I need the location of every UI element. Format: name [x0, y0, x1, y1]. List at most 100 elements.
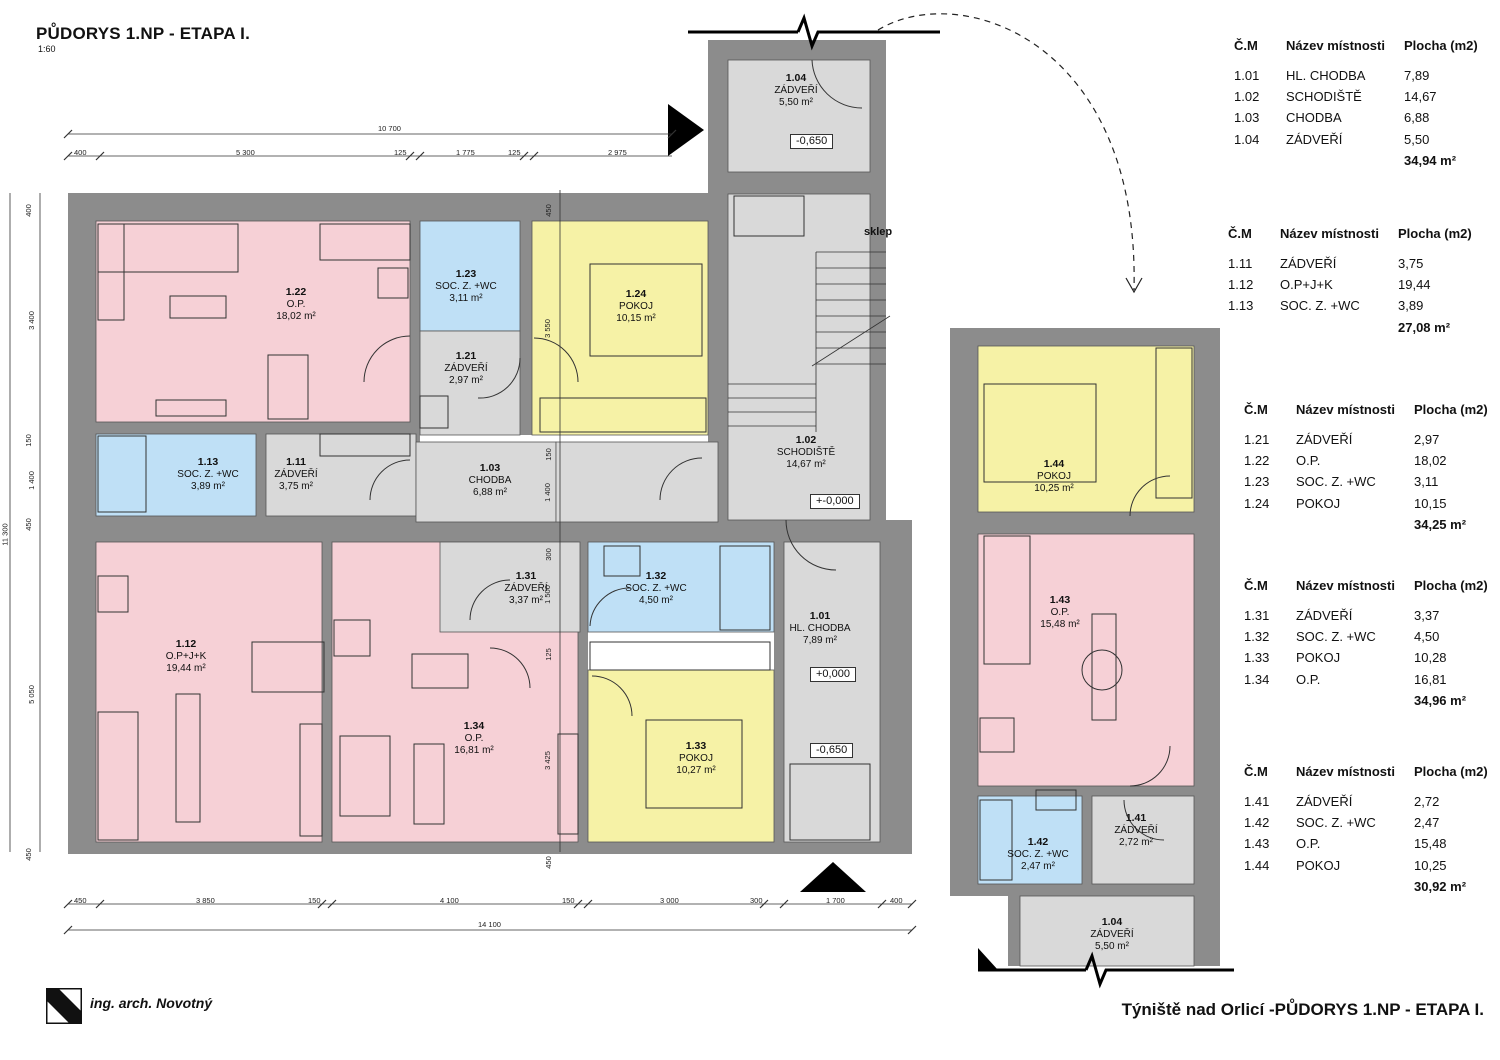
room-area: 10,25 m²	[1034, 483, 1074, 494]
dimension-label: 4 100	[440, 896, 459, 905]
legend-cell: SCHODIŠTĚ	[1286, 89, 1362, 105]
dimension-label: 5 300	[236, 148, 255, 157]
legend-cell: POKOJ	[1296, 495, 1341, 511]
legend-cell: 1.23	[1244, 474, 1270, 490]
dimension-label: 5 050	[26, 685, 36, 704]
legend-cell: O.P.	[1296, 453, 1321, 469]
legend-cell: 1.21	[1244, 432, 1270, 447]
legend-cell: 1.32	[1244, 629, 1270, 645]
dimension-label: 3 850	[196, 896, 215, 905]
legend-cell: 18,02	[1414, 453, 1447, 469]
dimension-label: 450	[23, 848, 33, 861]
room-fills	[95, 59, 1195, 967]
legend-cell: ZÁDVEŘÍ	[1296, 794, 1353, 809]
room-name: ZÁDVEŘÍ	[1090, 928, 1134, 940]
legend-cell: 1.13	[1228, 298, 1254, 314]
legend-cell: POKOJ	[1296, 650, 1341, 666]
room-area: 5,50 m²	[779, 97, 813, 108]
dimension-label: 450	[74, 896, 87, 905]
dimension-label: 150	[543, 448, 553, 461]
section-lines	[688, 13, 1234, 989]
walls	[68, 40, 1220, 966]
dimension-label: 3 425	[542, 751, 552, 770]
plan-title: PŮDORYS 1.NP - ETAPA I.	[36, 24, 250, 43]
legend-cell: SOC. Z. +WC	[1296, 474, 1376, 490]
legend-cell: 15,48	[1414, 836, 1447, 852]
room-area: 10,27 m²	[676, 765, 716, 776]
level-marker: +-0,000	[810, 494, 860, 509]
dimension-label: 1 775	[456, 148, 475, 157]
room-area: 19,44 m²	[166, 663, 206, 674]
legend-cell: O.P+J+K	[1280, 277, 1333, 293]
legend-cell: 3,89	[1398, 298, 1424, 314]
footer-title: Týniště nad Orlicí -PŮDORYS 1.NP - ETAPA…	[1121, 1000, 1484, 1019]
dimension-label: 300	[543, 548, 553, 561]
legend-header-name: Název místnosti	[1280, 226, 1379, 241]
room-num: 1.03	[479, 462, 501, 474]
room-name: POKOJ	[1037, 470, 1071, 482]
room-area: 10,15 m²	[616, 313, 656, 324]
legend-cell: 1.01	[1234, 68, 1260, 83]
dimension-ticks	[63, 129, 917, 935]
dimension-label: 450	[543, 204, 553, 217]
room-area: 3,11 m²	[449, 293, 483, 304]
room-area: 18,02 m²	[276, 311, 316, 322]
room-name: SOC. Z. +WC	[177, 468, 239, 480]
legend-cell: O.P.	[1296, 836, 1321, 852]
room-num: 1.34	[463, 720, 485, 732]
dimension-label: 125	[543, 648, 553, 661]
level-marker: +0,000	[810, 667, 856, 682]
legend-cell: 2,72	[1414, 794, 1440, 809]
room-name: O.P.	[464, 732, 484, 744]
legend-cell: 1.24	[1244, 495, 1270, 511]
legend-header-area: Plocha (m2)	[1414, 764, 1488, 779]
room-name: ZÁDVEŘÍ	[504, 582, 548, 594]
legend-header-name: Název místnosti	[1286, 38, 1385, 53]
dimension-label: 400	[74, 148, 87, 157]
furniture	[97, 195, 1193, 881]
legend-header-name: Název místnosti	[1296, 764, 1395, 779]
legend-cell: ZÁDVEŘÍ	[1296, 608, 1353, 623]
legend-cell: 2,47	[1414, 815, 1440, 831]
dimension-label: 450	[543, 856, 553, 869]
dimension-label: 125	[508, 148, 521, 157]
architect-name: ing. arch. Novotný	[90, 995, 213, 1011]
legend-cell: 1.22	[1244, 453, 1270, 469]
plan-scale: 1:60	[38, 44, 56, 54]
legend-cell: 7,89	[1404, 68, 1430, 83]
entrance-markers	[668, 104, 998, 970]
room-name: SCHODIŠTĚ	[776, 446, 836, 458]
legend-header-area: Plocha (m2)	[1404, 38, 1478, 53]
dimension-label: 1 500	[542, 585, 552, 604]
room-area: 3,75 m²	[279, 481, 313, 492]
legend-cell: 1.03	[1234, 110, 1260, 126]
legend-cell: 4,50	[1414, 629, 1440, 645]
room-name: ZÁDVEŘÍ	[444, 362, 488, 374]
legend-total: 27,08 m²	[1398, 319, 1451, 335]
legend-cell: O.P.	[1296, 671, 1321, 687]
room-name: ZÁDVEŘÍ	[274, 468, 318, 480]
legend-cell: 10,28	[1414, 650, 1447, 666]
room-num: 1.21	[455, 350, 477, 362]
legend-cell: 3,37	[1414, 608, 1440, 623]
room-name: ZÁDVEŘÍ	[1114, 824, 1158, 836]
dimension-label: 1 700	[826, 896, 845, 905]
room-area: 4,50 m²	[639, 595, 673, 606]
room-name: ZÁDVEŘÍ	[774, 84, 818, 96]
room-num: 1.24	[625, 288, 647, 300]
legend-cell: 19,44	[1398, 277, 1431, 293]
legend-total: 34,25 m²	[1414, 516, 1467, 532]
room-num: 1.31	[515, 570, 537, 582]
legend-cell: 5,50	[1404, 131, 1430, 147]
legend-cell: 1.12	[1228, 277, 1254, 293]
room-name: O.P.	[1050, 606, 1070, 618]
